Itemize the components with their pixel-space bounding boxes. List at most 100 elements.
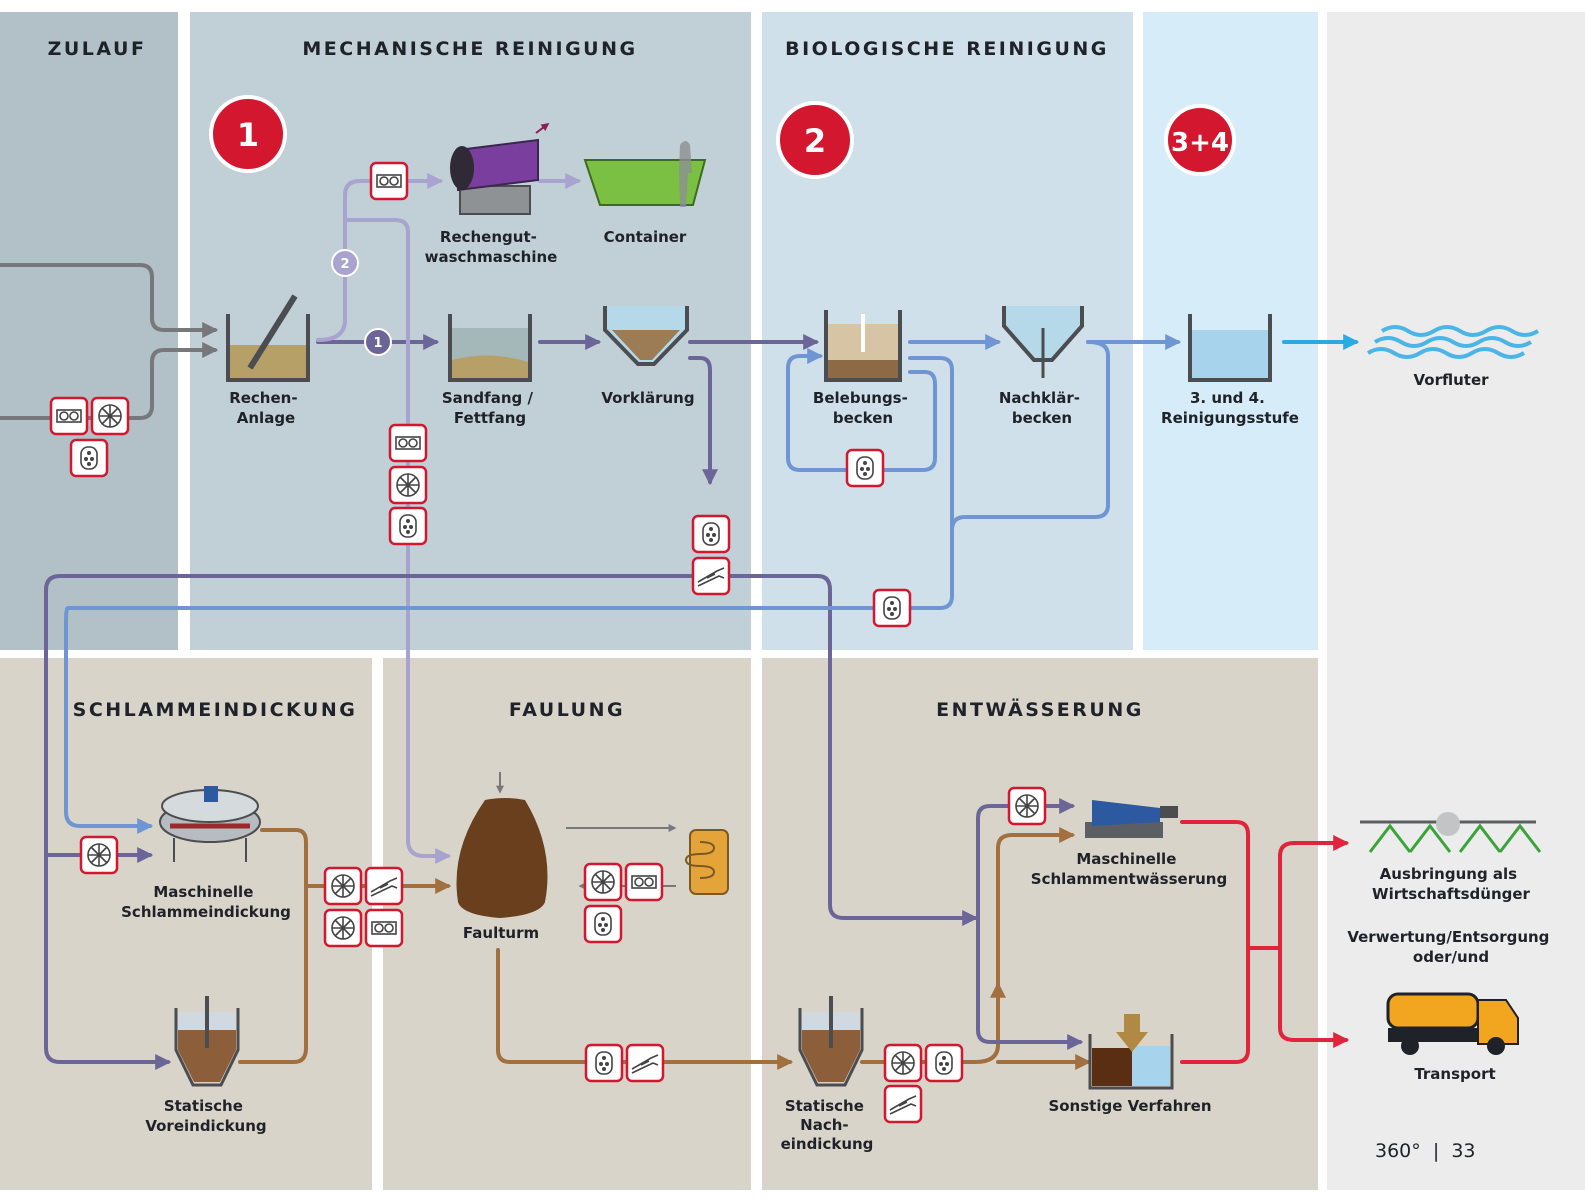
step-badge-biological-label: 2	[804, 122, 826, 160]
screw-pump-icon	[364, 866, 404, 906]
label-belebungsbecken: Belebungs- becken	[813, 389, 913, 427]
zone-title-dewatering: ENTWÄSSERUNG	[936, 697, 1144, 721]
zone-title-mechanical: MECHANISCHE REINIGUNG	[302, 38, 637, 60]
station-labels: Rechen- Anlage Rechengut- waschmaschine …	[121, 228, 1554, 1153]
flow-inflow-upper	[0, 263, 219, 338]
label-maschinelle-eindickung: Maschinelle Schlammeindickung	[121, 883, 291, 921]
lobe-pump-icon	[624, 862, 664, 902]
valve-icon	[872, 588, 912, 628]
zone-title-digestion: FAULUNG	[509, 699, 625, 721]
lobe-pump-icon	[364, 908, 404, 948]
faulturm-illustration	[456, 772, 729, 918]
flow-excess	[64, 356, 954, 834]
flow-bypass	[316, 173, 444, 342]
flow-purple-dewater	[976, 798, 1076, 920]
route-badge-bypass-label: 2	[340, 257, 349, 272]
flow-thick-out-1	[238, 828, 308, 1064]
rechengutwaschmaschine-illustration	[450, 123, 550, 215]
route-badge-bypass: 2	[331, 249, 359, 277]
zone-title-thickening: SCHLAMMEINDICKUNG	[73, 699, 358, 721]
statische-voreindickung-illustration	[174, 996, 240, 1087]
flow-sludge-return	[44, 558, 712, 1070]
screw-pump-icon	[883, 1084, 923, 1124]
belebungsbecken-illustration	[824, 310, 902, 382]
ausbringung-illustration	[1360, 812, 1542, 853]
label-statische-nacheindickung: Statische Nach- eindickung	[781, 1097, 874, 1153]
label-vorklaerung: Vorklärung	[601, 389, 694, 407]
container-illustration	[583, 141, 707, 207]
zone-inflow	[0, 12, 178, 650]
rechenanlage-illustration	[226, 294, 310, 382]
flow-post-thick	[860, 981, 1006, 1064]
maschinelle-entwaesserung-illustration	[1085, 800, 1178, 838]
fan-impeller-pump-icon	[79, 835, 119, 875]
fan-impeller-pump-icon	[90, 396, 130, 436]
valve-icon	[584, 1043, 624, 1083]
step-badge-mechanical-label: 1	[237, 116, 259, 154]
fan-impeller-pump-icon	[323, 866, 363, 906]
label-statische-voreindickung: Statische Voreindickung	[145, 1097, 266, 1135]
flow-nk-sludge	[950, 340, 1110, 532]
transport-illustration	[1386, 992, 1519, 1055]
flow-primary-sludge	[688, 356, 718, 486]
zone-title-inflow: ZULAUF	[48, 38, 147, 60]
vorfluter-waves-illustration	[1366, 325, 1540, 359]
zone-digestion	[383, 658, 751, 1190]
step-badge-mechanical: 1	[209, 95, 287, 173]
lobe-pump-icon	[369, 161, 409, 201]
valve-icon	[583, 904, 623, 944]
label-reinigungsstufe: 3. und 4. Reinigungsstufe	[1161, 389, 1299, 427]
reinigungsstufe-illustration	[1188, 314, 1272, 382]
zone-thickening	[0, 658, 372, 1190]
flow-red-up	[1278, 835, 1350, 950]
flow-to-dewater	[996, 827, 1076, 1002]
label-faulturm: Faulturm	[463, 924, 539, 942]
lobe-pump-icon	[388, 423, 428, 463]
zone-dewatering	[762, 658, 1318, 1190]
label-verwertung: Verwertung/Entsorgung oder/und	[1347, 928, 1554, 966]
fan-impeller-pump-icon	[323, 908, 363, 948]
label-vorfluter: Vorfluter	[1413, 371, 1489, 389]
valve-icon	[691, 514, 731, 554]
valve-icon	[845, 448, 885, 488]
screw-pump-icon	[625, 1043, 665, 1083]
label-ausbringung: Ausbringung als Wirtschaftsdünger	[1372, 865, 1531, 903]
fan-impeller-pump-icon	[388, 465, 428, 505]
fan-impeller-pump-icon	[1007, 786, 1047, 826]
route-badge-main: 1	[364, 328, 392, 356]
sonstige-verfahren-illustration	[1088, 1014, 1174, 1090]
valve-icon	[388, 506, 428, 546]
lobe-pump-icon	[49, 396, 89, 436]
flow-digester-out	[496, 948, 794, 1070]
flow-red-down	[1278, 946, 1350, 1048]
valve-icon	[924, 1043, 964, 1083]
label-maschinelle-entwaesserung: Maschinelle Schlammentwässerung	[1031, 850, 1227, 888]
flow-lines	[0, 173, 1360, 1070]
valve-icon	[69, 438, 109, 478]
step-badge-biological: 2	[776, 101, 854, 179]
label-sandfang: Sandfang / Fettfang	[442, 389, 538, 427]
statische-nacheindickung-illustration	[798, 996, 864, 1087]
route-badge-main-label: 1	[373, 336, 382, 351]
step-badge-advanced-label: 3+4	[1171, 128, 1229, 158]
label-container: Container	[604, 228, 687, 246]
fan-impeller-pump-icon	[883, 1043, 923, 1083]
label-nachklaerbecken: Nachklär- becken	[999, 389, 1085, 427]
vorklaerung-illustration	[603, 306, 689, 366]
zone-title-biological: BIOLOGISCHE REINIGUNG	[785, 38, 1109, 60]
flow-purple-other	[976, 916, 1084, 1050]
page-number: 360° | 33	[1375, 1140, 1476, 1162]
label-sonstige-verfahren: Sonstige Verfahren	[1048, 1097, 1211, 1115]
label-rechenanlage: Rechen- Anlage	[229, 389, 303, 427]
sandfang-illustration	[448, 314, 532, 382]
screw-pump-icon	[691, 556, 731, 596]
label-rechengutwaschmaschine: Rechengut- waschmaschine	[425, 228, 558, 266]
flow-sludge-right	[708, 574, 979, 926]
nachklaerbecken-illustration	[1002, 306, 1084, 378]
label-transport: Transport	[1414, 1065, 1495, 1083]
maschinelle-eindickung-illustration	[159, 786, 261, 862]
flow-red-1	[1180, 820, 1250, 1064]
step-badge-advanced: 3+4	[1164, 104, 1236, 176]
flow-inflow-lower	[0, 342, 219, 420]
